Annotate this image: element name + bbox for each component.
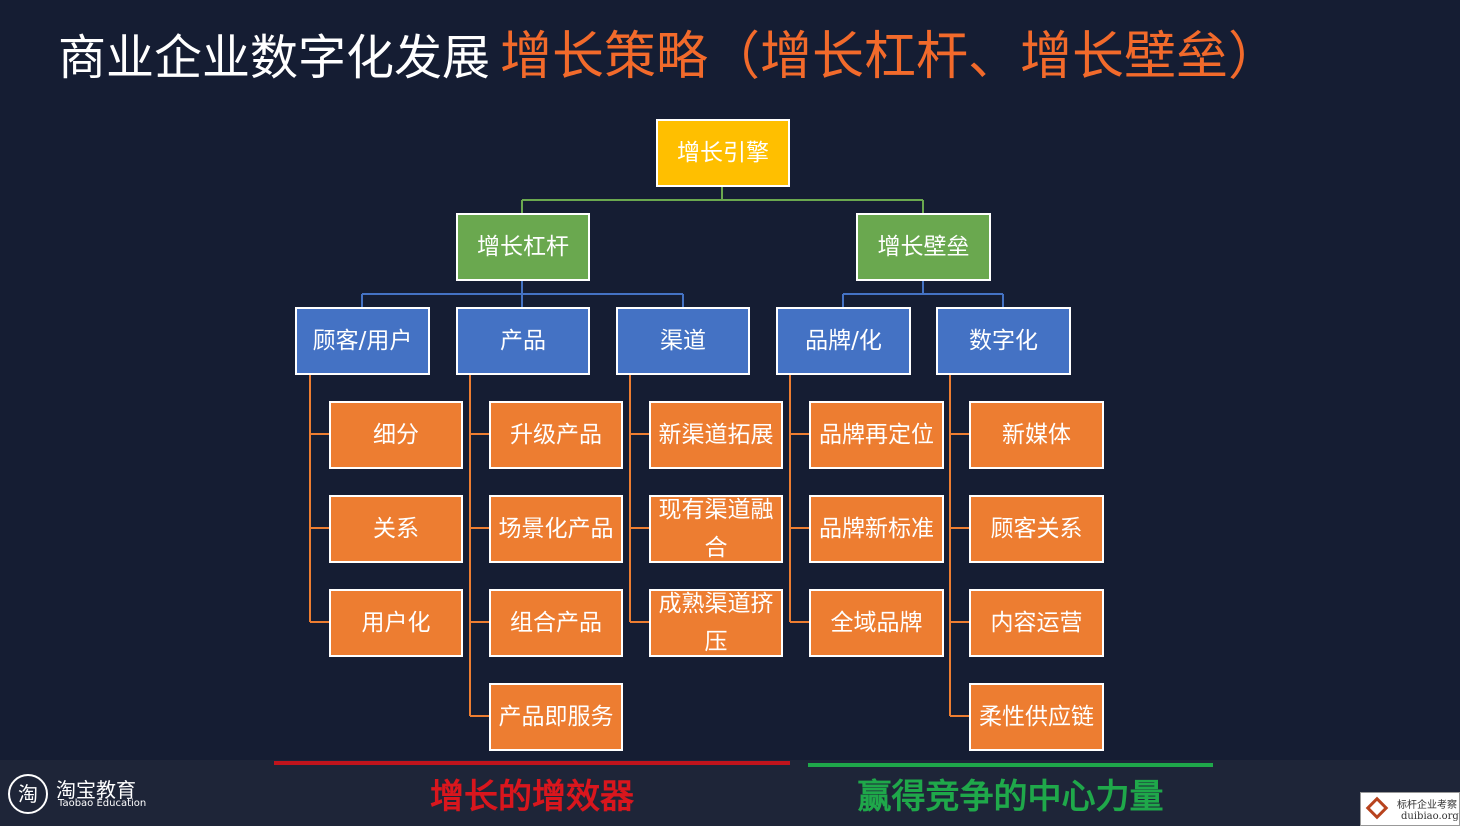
leaf-new-media: 新媒体 [969, 401, 1104, 469]
node-customer-user: 顾客/用户 [295, 307, 430, 375]
caption-right: 赢得竞争的中心力量 [857, 777, 1164, 817]
leaf-product-as-service: 产品即服务 [489, 683, 623, 751]
watermark-badge: 标杆企业考察 duibiao.org [1360, 792, 1460, 826]
leaf-flexible-supply-chain: 柔性供应链 [969, 683, 1104, 751]
leaf-new-channel: 新渠道拓展 [649, 401, 783, 469]
leaf-channel-integration: 现有渠道融合 [649, 495, 783, 563]
node-growth-engine: 增长引擎 [656, 119, 790, 187]
logo-en-text: Taobao Education [58, 798, 147, 809]
title-main: 商业企业数字化发展 [58, 30, 491, 86]
node-digital: 数字化 [936, 307, 1071, 375]
footer-bar [0, 760, 1460, 826]
leaf-segmentation: 细分 [329, 401, 463, 469]
caption-left: 增长的增效器 [430, 777, 634, 817]
leaf-brand-new-standard: 品牌新标准 [809, 495, 944, 563]
leaf-bundle-product: 组合产品 [489, 589, 623, 657]
connector-lines [309, 186, 1004, 717]
page-title: 商业企业数字化发展增长策略（增长杠杆、增长壁垒） [58, 22, 1280, 92]
node-brand: 品牌/化 [776, 307, 911, 375]
leaf-relationship: 关系 [329, 495, 463, 563]
leaf-customer-relations: 顾客关系 [969, 495, 1104, 563]
leaf-user-orientation: 用户化 [329, 589, 463, 657]
caption-left-bar [274, 761, 790, 765]
leaf-content-operations: 内容运营 [969, 589, 1104, 657]
logo-cn-text: 淘宝教育 [56, 778, 136, 802]
badge-cn-text: 标杆企业考察 [1397, 800, 1457, 811]
node-channel: 渠道 [616, 307, 750, 375]
node-product: 产品 [456, 307, 590, 375]
title-accent: 增长策略（增长杠杆、增长壁垒） [500, 27, 1281, 87]
node-growth-barrier: 增长壁垒 [856, 213, 991, 281]
leaf-omni-brand: 全域品牌 [809, 589, 944, 657]
leaf-brand-repositioning: 品牌再定位 [809, 401, 944, 469]
logo-symbol: 淘 [8, 774, 48, 814]
leaf-upgrade-product: 升级产品 [489, 401, 623, 469]
diamond-icon [1365, 796, 1389, 820]
node-growth-lever: 增长杠杆 [456, 213, 590, 281]
leaf-scenario-product: 场景化产品 [489, 495, 623, 563]
badge-en-text: duibiao.org [1401, 811, 1459, 822]
leaf-mature-channel-squeeze: 成熟渠道挤压 [649, 589, 783, 657]
caption-right-bar [808, 763, 1213, 767]
